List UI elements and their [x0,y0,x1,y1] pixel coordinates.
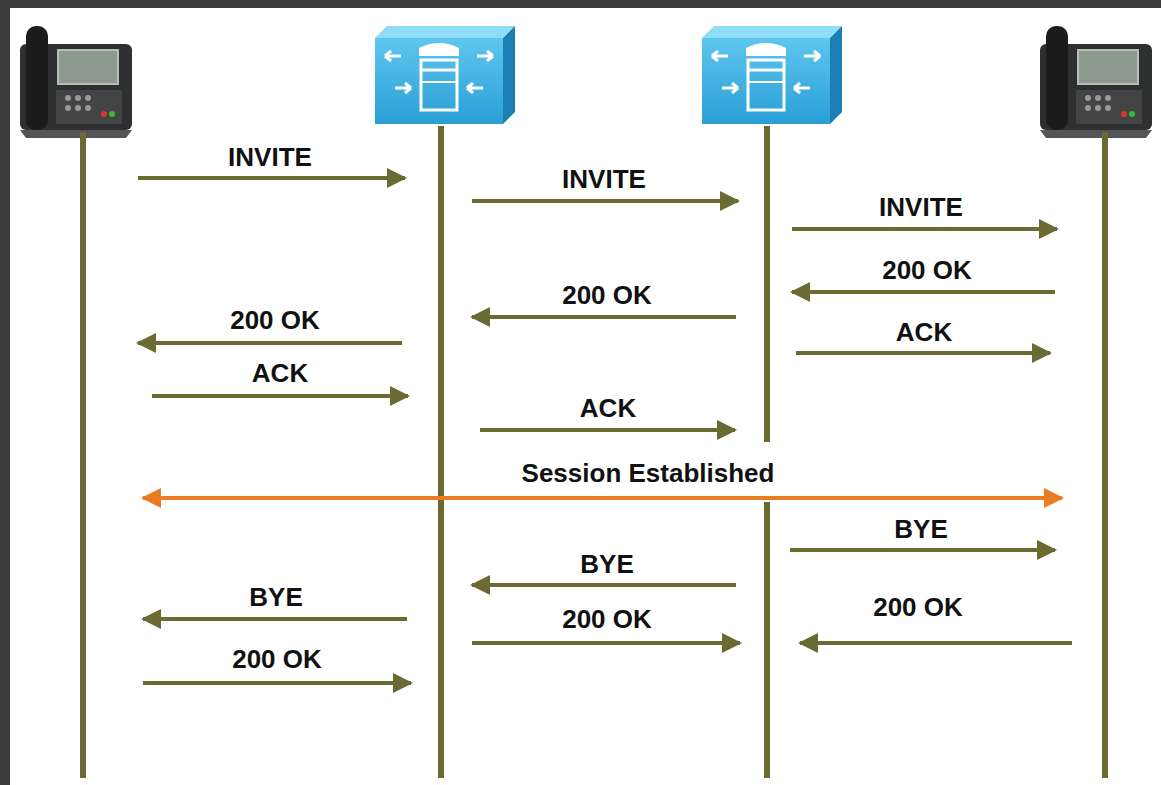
message-label: BYE [249,582,302,612]
message-label: 200 OK [562,280,652,310]
message-label: INVITE [228,142,312,172]
session-label: Session Established [522,458,775,488]
message-label: 200 OK [882,255,972,285]
message-label: 200 OK [873,592,963,622]
message-label: ACK [896,317,952,347]
message-label: 200 OK [562,604,652,634]
message-label: 200 OK [232,644,322,674]
message-label: ACK [580,393,636,423]
message-label: BYE [580,549,633,579]
message-label: 200 OK [230,305,320,335]
message-label: INVITE [879,192,963,222]
message-label: INVITE [562,164,646,194]
message-label: ACK [252,358,308,388]
message-label: BYE [894,514,947,544]
